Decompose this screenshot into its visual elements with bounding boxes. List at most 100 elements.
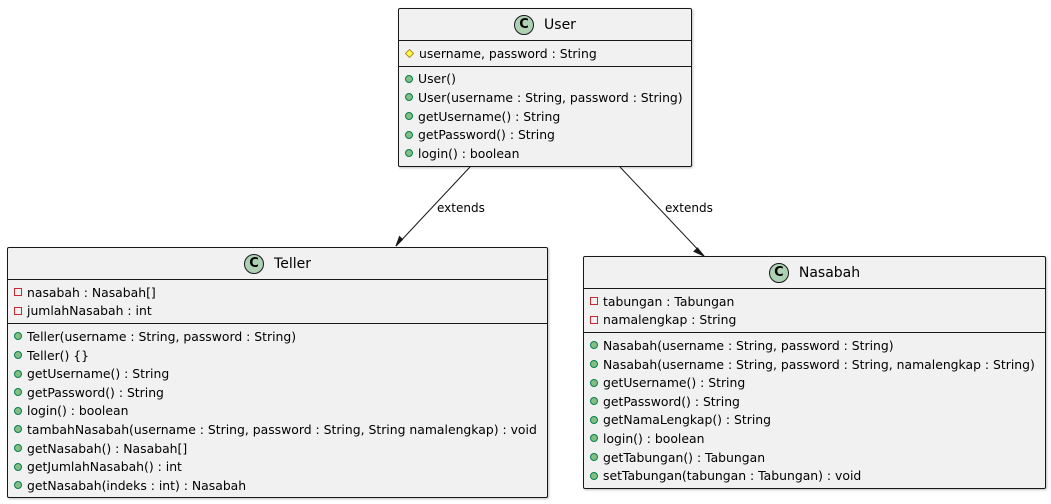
- public-visibility-icon: [405, 93, 413, 102]
- attribute-text: namalengkap : String: [603, 312, 737, 328]
- methods-section: User() User(username : String, password …: [399, 65, 691, 166]
- attribute-text: username, password : String: [419, 45, 597, 61]
- arrowhead-teller-icon: [395, 235, 404, 247]
- attribute: jumlahNasabah : int: [14, 302, 547, 321]
- class-name: User: [544, 16, 576, 33]
- method: getNamaLengkap() : String: [590, 411, 1045, 430]
- class-stereotype-icon: C: [514, 14, 535, 35]
- method-text: getNamaLengkap() : String: [603, 412, 772, 428]
- method-text: login() : boolean: [603, 430, 705, 446]
- attribute: tabungan : Tabungan: [590, 292, 1045, 311]
- public-visibility-icon: [590, 397, 598, 406]
- class-stereotype-icon: C: [244, 253, 265, 274]
- public-visibility-icon: [590, 378, 598, 387]
- attribute-text: nasabah : Nasabah[]: [27, 284, 156, 300]
- method-text: getPassword() : String: [27, 384, 164, 400]
- private-visibility-icon: [590, 315, 598, 324]
- public-visibility-icon: [14, 351, 22, 360]
- method: login() : boolean: [405, 144, 691, 163]
- edge-label-user-teller: extends: [437, 201, 485, 215]
- public-visibility-icon: [405, 130, 413, 139]
- attribute-text: tabungan : Tabungan: [603, 293, 735, 309]
- method-text: getUsername() : String: [418, 108, 561, 124]
- attributes-section: username, password : String: [399, 41, 691, 66]
- public-visibility-icon: [405, 74, 413, 83]
- class-name: Teller: [274, 255, 311, 272]
- public-visibility-icon: [590, 360, 598, 369]
- private-visibility-icon: [14, 306, 22, 315]
- method: getUsername() : String: [405, 107, 691, 126]
- method-text: login() : boolean: [418, 145, 520, 161]
- arrowhead-nasabah-icon: [693, 247, 705, 257]
- public-visibility-icon: [405, 112, 413, 121]
- method-text: getUsername() : String: [27, 366, 170, 382]
- method-text: setTabungan(tabungan : Tabungan) : void: [603, 468, 862, 484]
- attribute: namalengkap : String: [590, 311, 1045, 330]
- method: getPassword() : String: [14, 383, 547, 402]
- class-header: C User: [399, 9, 691, 41]
- methods-section: Teller(username : String, password : Str…: [8, 323, 547, 497]
- class-name: Nasabah: [798, 264, 861, 281]
- public-visibility-icon: [590, 434, 598, 443]
- public-visibility-icon: [590, 471, 598, 480]
- edge-user-nasabah: [619, 166, 705, 257]
- private-visibility-icon: [590, 297, 598, 306]
- method-text: getUsername() : String: [603, 375, 746, 391]
- method-text: Nasabah(username : String, password : St…: [603, 356, 1035, 372]
- method: Teller(username : String, password : Str…: [14, 327, 547, 346]
- class-user: C User username, password : String User(…: [398, 8, 692, 167]
- method: login() : boolean: [14, 402, 547, 421]
- method-text: getNasabah(indeks : int) : Nasabah: [27, 477, 247, 493]
- protected-visibility-icon: [405, 48, 414, 58]
- method-text: getJumlahNasabah() : int: [27, 459, 182, 475]
- method-text: Teller(username : String, password : Str…: [27, 328, 297, 344]
- method-text: getNasabah() : Nasabah[]: [27, 440, 188, 456]
- attribute-text: jumlahNasabah : int: [27, 303, 152, 319]
- attributes-section: nasabah : Nasabah[] jumlahNasabah : int: [8, 280, 547, 323]
- method: getUsername() : String: [14, 364, 547, 383]
- method: getNasabah() : Nasabah[]: [14, 439, 547, 458]
- edge-label-user-nasabah: extends: [665, 201, 713, 215]
- method: Nasabah(username : String, password : St…: [590, 336, 1045, 355]
- method: getUsername() : String: [590, 373, 1045, 392]
- method-text: User(): [418, 71, 456, 87]
- method: Nasabah(username : String, password : St…: [590, 355, 1045, 374]
- public-visibility-icon: [590, 415, 598, 424]
- public-visibility-icon: [14, 481, 22, 490]
- private-visibility-icon: [14, 288, 22, 297]
- public-visibility-icon: [405, 149, 413, 158]
- method-text: login() : boolean: [27, 403, 129, 419]
- method-text: getPassword() : String: [603, 393, 740, 409]
- public-visibility-icon: [14, 444, 22, 453]
- method-text: tambahNasabah(username : String, passwor…: [27, 421, 537, 437]
- method-text: Nasabah(username : String, password : St…: [603, 337, 894, 353]
- class-header: C Nasabah: [584, 257, 1045, 289]
- class-header: C Teller: [8, 248, 547, 280]
- method: getNasabah(indeks : int) : Nasabah: [14, 476, 547, 495]
- method-text: User(username : String, password : Strin…: [418, 89, 683, 105]
- public-visibility-icon: [14, 425, 22, 434]
- class-stereotype-icon: C: [768, 262, 789, 283]
- public-visibility-icon: [590, 453, 598, 462]
- public-visibility-icon: [14, 462, 22, 471]
- attribute: username, password : String: [405, 44, 691, 63]
- method: User(username : String, password : Strin…: [405, 88, 691, 107]
- method: Teller() {}: [14, 346, 547, 365]
- method: getPassword() : String: [590, 392, 1045, 411]
- method: setTabungan(tabungan : Tabungan) : void: [590, 466, 1045, 485]
- method: login() : boolean: [590, 429, 1045, 448]
- edge-user-teller: [395, 166, 471, 247]
- attributes-section: tabungan : Tabungan namalengkap : String: [584, 289, 1045, 332]
- public-visibility-icon: [14, 388, 22, 397]
- public-visibility-icon: [590, 341, 598, 350]
- method: getJumlahNasabah() : int: [14, 457, 547, 476]
- method: User(): [405, 70, 691, 89]
- class-nasabah: C Nasabah tabungan : Tabungan namalengka…: [583, 256, 1046, 489]
- public-visibility-icon: [14, 406, 22, 415]
- methods-section: Nasabah(username : String, password : St…: [584, 332, 1045, 488]
- public-visibility-icon: [14, 369, 22, 378]
- method-text: Teller() {}: [27, 347, 90, 363]
- public-visibility-icon: [14, 332, 22, 341]
- method-text: getPassword() : String: [418, 127, 555, 143]
